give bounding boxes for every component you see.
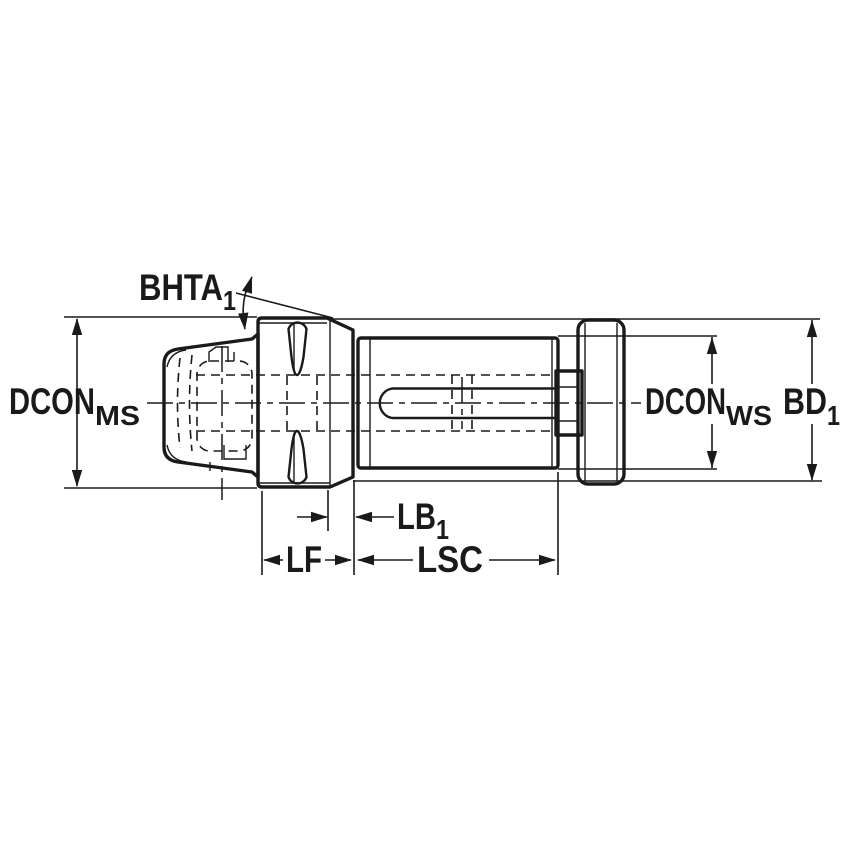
arrow-right-icon: [311, 511, 328, 523]
collar-chamfer-lines: [584, 323, 618, 481]
arrow-up-icon: [706, 337, 718, 354]
dimension-bd1: [327, 318, 822, 482]
arrow-down-icon: [706, 451, 718, 468]
arrow-down-icon: [71, 470, 83, 487]
arrow-left-icon: [357, 554, 374, 566]
arrow-right-icon: [539, 554, 556, 566]
flange-slot-top: [287, 321, 308, 377]
arrow-left-icon: [263, 554, 280, 566]
label-lb1: LB1: [397, 496, 449, 545]
nose-hidden-arcs: [176, 354, 193, 452]
dcon-ws-extension-lines: [558, 335, 717, 470]
rear-collar: [576, 318, 626, 486]
neck-relief-lines: [558, 386, 578, 422]
dcon-ms-extension-lines: [64, 316, 257, 489]
nose-top-tab: [208, 346, 235, 362]
dimensions: [64, 274, 822, 575]
nose-bottom-tab: [209, 445, 247, 471]
label-lsc: LSC: [417, 539, 483, 580]
coupling-nose: [162, 332, 260, 479]
centerlines: [147, 346, 641, 500]
arrow-up-icon: [806, 320, 818, 337]
flange-hidden-cavity: [286, 376, 318, 430]
arrow-down-icon: [238, 312, 251, 331]
label-lf: LF: [286, 539, 322, 580]
arrow-up-icon: [71, 318, 83, 335]
nose-corner-arcs: [166, 349, 187, 463]
label-bhta1: BHTA1: [139, 267, 236, 316]
nose-hidden-profile: [196, 360, 253, 452]
arrow-up-icon: [242, 274, 257, 294]
arrow-left-icon: [355, 511, 372, 523]
dimension-lsc: [357, 554, 556, 566]
hidden-lines: [176, 354, 552, 452]
flange-slot-bottom: [287, 429, 308, 485]
dimension-dcon-ws: [558, 335, 718, 470]
arrow-down-icon: [806, 464, 818, 481]
arrow-right-icon: [335, 554, 352, 566]
dimension-bhta: [235, 274, 334, 331]
bottom-extension-lines: [261, 472, 559, 575]
dimension-lf: [263, 554, 352, 566]
bd1-extension-lines: [327, 318, 822, 482]
bhta-taper-line: [235, 292, 334, 319]
dimension-dcon-ms: [64, 316, 257, 489]
dimension-lb1: [297, 511, 394, 523]
label-dcon-ms: DCONMS: [9, 381, 140, 431]
front-flange: [256, 316, 355, 489]
shank-hidden-cavity: [451, 375, 473, 431]
